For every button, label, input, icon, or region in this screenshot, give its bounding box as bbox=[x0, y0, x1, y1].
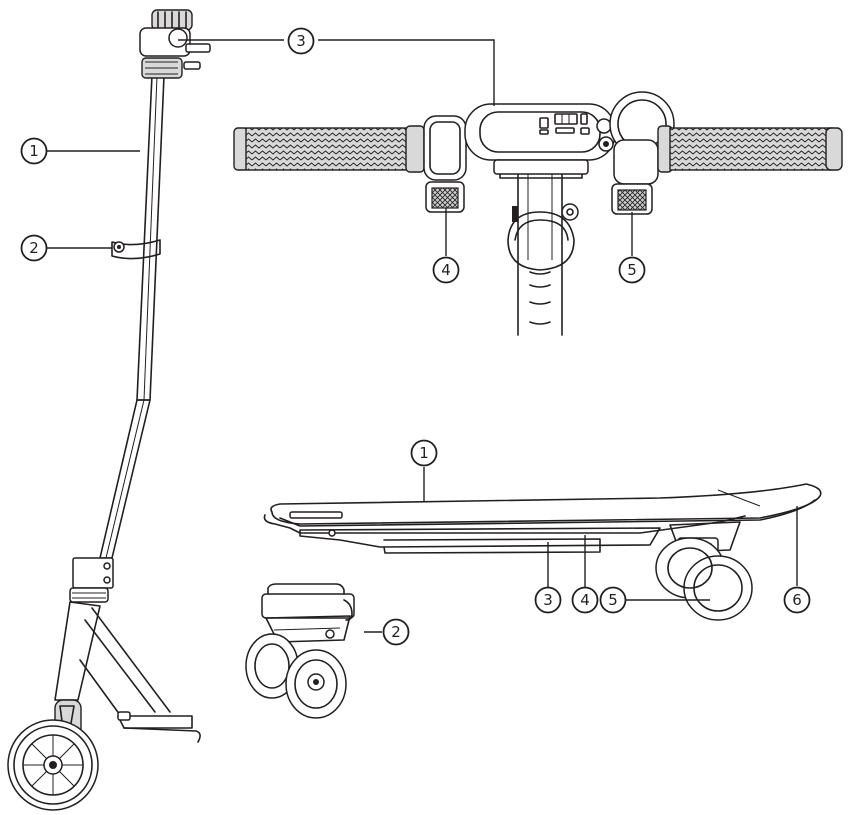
callout-skateboard-4: 4 bbox=[573, 588, 598, 613]
skateboard-rear-truck-detail bbox=[246, 584, 354, 718]
right-control-housing bbox=[612, 140, 658, 214]
callout-scooter-3: 3 bbox=[289, 29, 314, 54]
handlebar-illustration bbox=[234, 92, 842, 335]
skateboard-illustration bbox=[246, 484, 821, 718]
callout-skateboard-2: 2 bbox=[384, 620, 409, 645]
right-grip bbox=[658, 126, 842, 172]
callout-scooter-4: 4 bbox=[434, 258, 459, 283]
callout-scooter-3-label: 3 bbox=[296, 32, 306, 50]
scooter-deck bbox=[118, 712, 200, 742]
scooter-handle-top bbox=[140, 10, 210, 78]
callout-scooter-2-label: 2 bbox=[29, 239, 39, 257]
callout-scooter-4-label: 4 bbox=[441, 261, 451, 279]
scooter-front-wheel bbox=[8, 720, 98, 810]
callout-skateboard-5: 5 bbox=[601, 588, 626, 613]
skateboard-deck bbox=[264, 484, 820, 553]
callout-skateboard-6-label: 6 bbox=[792, 591, 802, 609]
callout-skateboard-6: 6 bbox=[785, 588, 810, 613]
callout-skateboard-5-label: 5 bbox=[608, 591, 618, 609]
left-grip bbox=[234, 126, 424, 172]
handlebar-stem bbox=[508, 170, 578, 335]
callout-skateboard-3: 3 bbox=[536, 588, 561, 613]
callout-scooter-5: 5 bbox=[620, 258, 645, 283]
callout-skateboard-3-label: 3 bbox=[543, 591, 553, 609]
callout-scooter-1-label: 1 bbox=[29, 142, 39, 160]
scooter-stem bbox=[100, 75, 164, 558]
callout-skateboard-1: 1 bbox=[412, 441, 437, 466]
scooter-illustration bbox=[8, 10, 210, 810]
callout-skateboard-2-label: 2 bbox=[391, 623, 401, 641]
callout-scooter-5-label: 5 bbox=[627, 261, 637, 279]
callout-scooter-2: 2 bbox=[22, 236, 47, 261]
skateboard-truck bbox=[656, 522, 752, 620]
callout-skateboard-4-label: 4 bbox=[580, 591, 590, 609]
scooter-clamp bbox=[112, 240, 160, 259]
callout-skateboard-1-label: 1 bbox=[419, 444, 429, 462]
left-control-housing bbox=[424, 116, 466, 212]
callout-scooter-1: 1 bbox=[22, 139, 47, 164]
